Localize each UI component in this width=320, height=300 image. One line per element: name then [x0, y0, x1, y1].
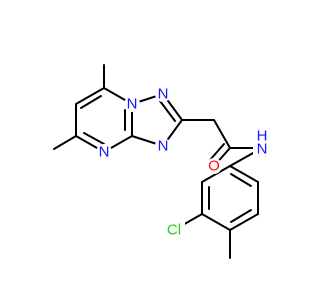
bond-c7-c6-inner: [80, 95, 102, 109]
bond-methyl-c5: [53, 135, 77, 150]
bond-ring-c1-c2: [201, 165, 231, 183]
atom-n-triazole-top-label: N: [158, 86, 169, 103]
atom-n-bridge: N: [124, 96, 140, 113]
label-bg: [124, 96, 140, 112]
atom-n-triazole-bottom: N: [155, 138, 171, 155]
atom-n-triazole-bottom-label: N: [158, 138, 169, 155]
bond-carbonyl-o-inner: [209, 143, 225, 161]
bond-ring-c6-c1-inner: [230, 173, 252, 187]
bond-c5-n4-inner: [83, 132, 105, 145]
atom-n-pyrimidine-label: N: [99, 144, 110, 161]
bond-ring-c4-c5: [229, 213, 259, 231]
label-bg: [163, 222, 185, 239]
molecule-structure: N N N N O H N Cl: [53, 64, 271, 259]
label-bg: [155, 86, 171, 102]
atom-o-carbonyl-label: O: [208, 158, 220, 175]
label-bg: [96, 144, 112, 160]
atom-label-layer: N N N N O H N Cl: [96, 86, 271, 239]
bond-ring-c6-c1: [229, 165, 259, 183]
label-bg: [206, 158, 222, 174]
label-bg: [155, 138, 171, 154]
atom-n-amide-label: N: [257, 141, 268, 158]
bond-ring-c3-c4: [201, 213, 231, 231]
atom-n-pyrimidine: N: [96, 144, 112, 161]
atom-cl-label: Cl: [167, 222, 181, 239]
atom-cl: Cl: [163, 222, 185, 239]
bond-c7-c6: [75, 87, 105, 105]
bond-n1-c2-inner: [159, 100, 176, 122]
label-bg: [253, 133, 271, 157]
bond-ch2-carbonyl: [213, 119, 231, 149]
atom-o-carbonyl: O: [206, 158, 222, 175]
atom-n-amide: H N: [253, 128, 271, 158]
atom-n-triazole-top: N: [155, 86, 171, 103]
atom-n-bridge-label: N: [127, 96, 138, 113]
bond-ring-c4-c5-inner: [230, 209, 252, 223]
atom-h-amide-label: H: [257, 128, 268, 145]
